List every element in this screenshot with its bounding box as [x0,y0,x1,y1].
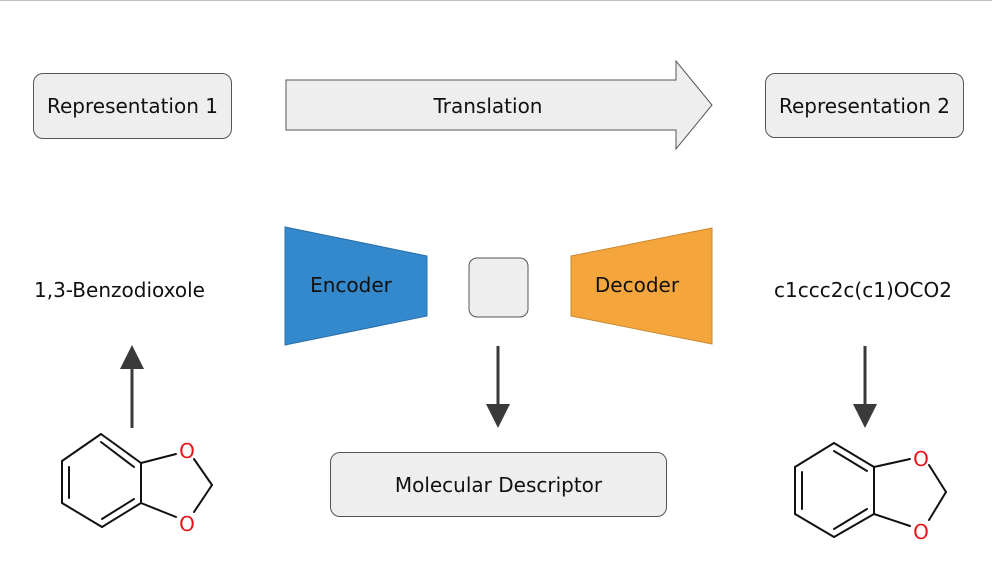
input-molecule-name: 1,3-Benzodioxole [34,278,205,302]
oxygen-atom-label: O [179,439,195,463]
representation-1-label: Representation 1 [47,94,218,118]
decoder-label: Decoder [595,273,680,297]
oxygen-atom-label: O [913,447,929,471]
latent-vector-box [468,257,529,318]
arrow-up-icon [120,345,144,428]
representation-2-box: Representation 2 [765,73,964,138]
arrow-down-icon [486,346,510,428]
benzodioxole-structure-left [61,433,213,528]
top-divider [0,0,992,1]
oxygen-atom-label: O [179,512,195,536]
encoder-shape [284,226,428,346]
encoder-label: Encoder [310,273,393,297]
arrow-right-block-icon [285,59,713,151]
output-smiles: c1ccc2c(c1)OCO2 [774,278,952,302]
oxygen-atom-label: O [913,520,929,544]
molecular-descriptor-label: Molecular Descriptor [394,472,603,497]
representation-2-label: Representation 2 [779,93,950,118]
benzodioxole-structure-right [794,442,947,538]
molecular-descriptor-box: Molecular Descriptor [330,452,667,517]
decoder-shape [570,227,713,345]
arrow-down-icon [853,346,877,428]
translation-label: Translation [433,94,543,118]
representation-1-box: Representation 1 [33,73,232,139]
